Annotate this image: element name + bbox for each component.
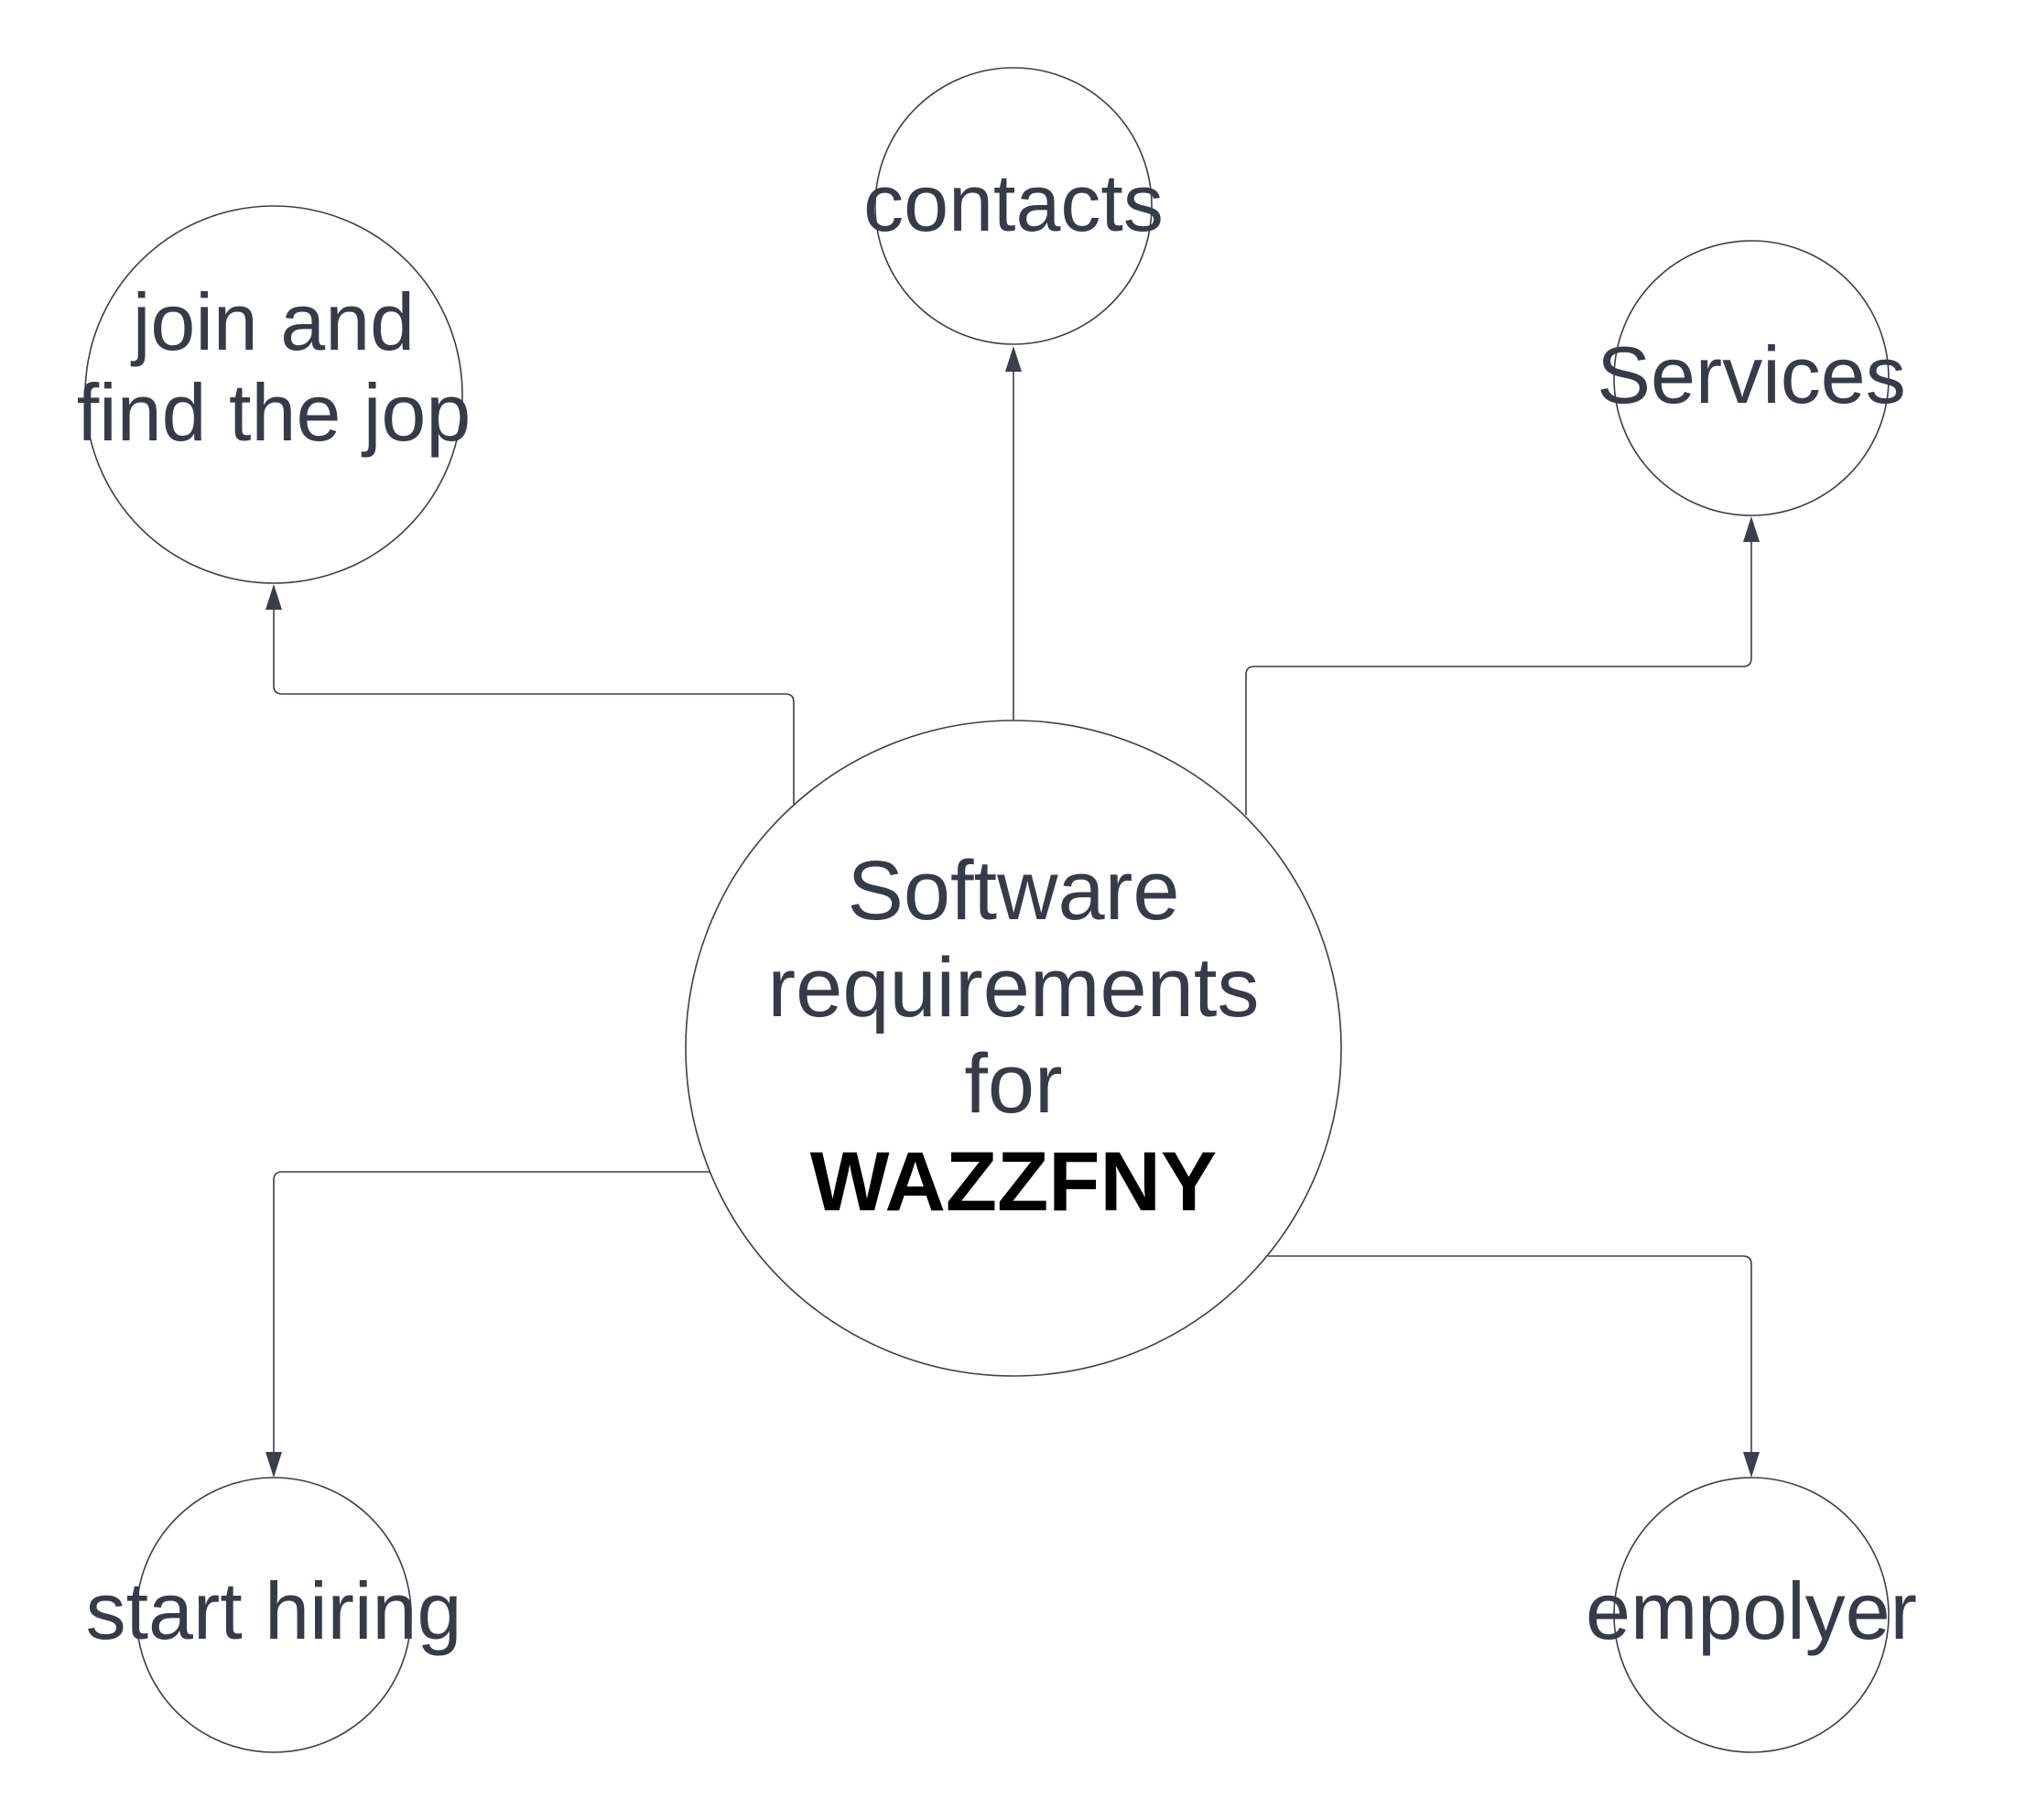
node-join-circle <box>84 205 463 584</box>
connectors <box>265 346 1760 1478</box>
arrowhead-employer <box>1743 1452 1760 1478</box>
center-title-line2: requirements <box>768 941 1260 1035</box>
arrowhead-start-hiring <box>265 1452 282 1478</box>
connector-center-to-start-hiring[interactable] <box>273 1171 710 1454</box>
node-start-hiring-label: start hiring <box>86 1565 462 1656</box>
arrowhead-join <box>265 584 282 610</box>
node-start-hiring[interactable]: start hiring <box>86 1477 462 1753</box>
center-title-line1: Software <box>847 844 1179 937</box>
connector-center-to-join[interactable] <box>273 608 795 804</box>
node-services-circle <box>1613 240 1890 516</box>
node-services[interactable]: Services <box>1597 240 1906 516</box>
arrowhead-services <box>1743 516 1760 542</box>
center-node-circle <box>685 720 1342 1377</box>
node-start-hiring-circle <box>135 1477 412 1753</box>
connector-center-to-employer[interactable] <box>1268 1255 1752 1454</box>
node-contacts-circle <box>874 67 1153 345</box>
center-node[interactable]: Software requirements for WAZZFNY <box>685 720 1342 1377</box>
node-join[interactable]: join and find the jop <box>77 205 471 584</box>
center-title-app-name: WAZZFNY <box>810 1135 1218 1229</box>
arrowhead-contacts <box>1005 346 1022 372</box>
node-services-label: Services <box>1597 330 1905 420</box>
node-contacts-label: contacts <box>863 157 1164 248</box>
node-contacts[interactable]: contacts <box>863 67 1164 345</box>
node-join-label-line2: find the jop <box>77 367 471 458</box>
connector-center-to-services[interactable] <box>1245 540 1752 815</box>
node-join-label-line1: join and <box>130 276 415 367</box>
node-employer-label: empolyer <box>1586 1565 1917 1656</box>
node-employer-circle <box>1613 1477 1890 1753</box>
node-employer[interactable]: empolyer <box>1586 1477 1917 1753</box>
center-title-line3: for <box>964 1037 1062 1131</box>
